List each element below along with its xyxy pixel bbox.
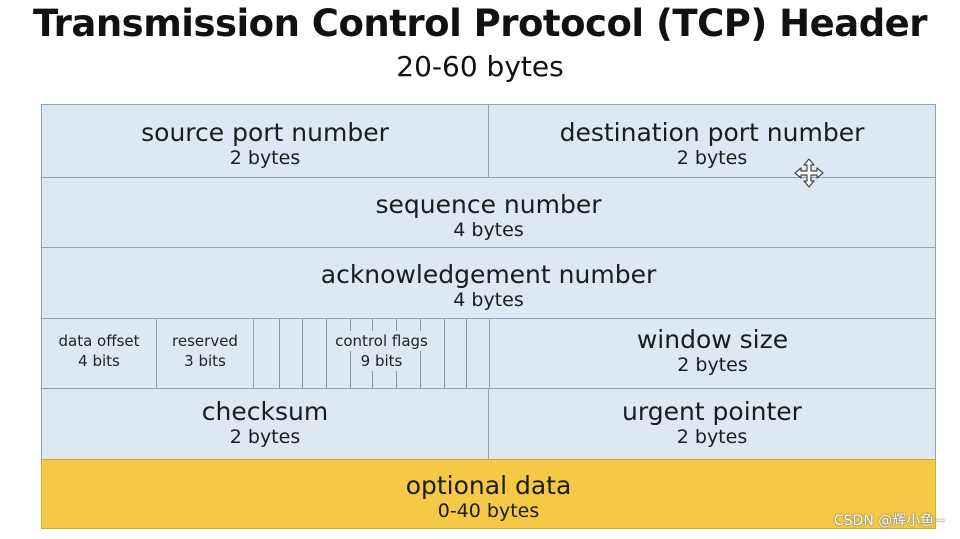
watermark: CSDN @辉小鱼~ xyxy=(833,513,946,529)
field-size: 4 bytes xyxy=(453,289,524,311)
field-name: optional data xyxy=(405,471,572,500)
checksum-field: checksum 2 bytes xyxy=(41,388,489,460)
field-name: destination port number xyxy=(559,118,865,147)
field-name: reserved xyxy=(172,332,238,350)
acknowledgement-number-field: acknowledgement number 4 bytes xyxy=(41,247,936,319)
field-name: sequence number xyxy=(375,190,602,219)
field-name: data offset xyxy=(58,332,140,350)
field-size: 2 bytes xyxy=(677,354,748,376)
control-flags-field: control flags 9 bits xyxy=(253,318,490,389)
field-name: urgent pointer xyxy=(622,397,802,426)
field-size: 4 bytes xyxy=(453,219,524,241)
urgent-pointer-field: urgent pointer 2 bytes xyxy=(488,388,936,460)
field-size: 2 bytes xyxy=(676,426,748,448)
field-size: 2 bytes xyxy=(676,147,748,169)
optional-data-field: optional data 0-40 bytes xyxy=(41,459,936,529)
flag-divider xyxy=(350,319,351,388)
flag-divider xyxy=(444,319,445,388)
field-size: 2 bytes xyxy=(229,147,301,169)
diagram-title: Transmission Control Protocol (TCP) Head… xyxy=(32,2,928,45)
field-name: window size xyxy=(636,325,789,354)
flag-divider xyxy=(302,319,303,388)
field-size: 2 bytes xyxy=(229,426,301,448)
source-port-field: source port number 2 bytes xyxy=(41,104,489,178)
field-size: 3 bits xyxy=(184,352,226,370)
window-size-field: window size 2 bytes xyxy=(489,318,936,389)
diagram-subtitle: 20-60 bytes xyxy=(396,50,564,83)
reserved-field: reserved 3 bits xyxy=(156,318,254,389)
field-name: acknowledgement number xyxy=(320,260,657,289)
field-size: 4 bits xyxy=(78,352,120,370)
flag-divider xyxy=(466,319,467,388)
destination-port-field: destination port number 2 bytes xyxy=(488,104,936,178)
field-name: control flags xyxy=(333,331,430,351)
field-name: source port number xyxy=(141,118,389,147)
data-offset-field: data offset 4 bits xyxy=(41,318,157,389)
tcp-header-table: source port number 2 bytes destination p… xyxy=(41,104,936,529)
flag-divider xyxy=(420,319,421,388)
move-cursor-icon xyxy=(794,158,824,188)
field-size: 0-40 bytes xyxy=(437,500,540,522)
field-size: 9 bits xyxy=(358,351,405,371)
field-name: checksum xyxy=(201,397,329,426)
flag-divider xyxy=(326,319,327,388)
flag-divider xyxy=(279,319,280,388)
